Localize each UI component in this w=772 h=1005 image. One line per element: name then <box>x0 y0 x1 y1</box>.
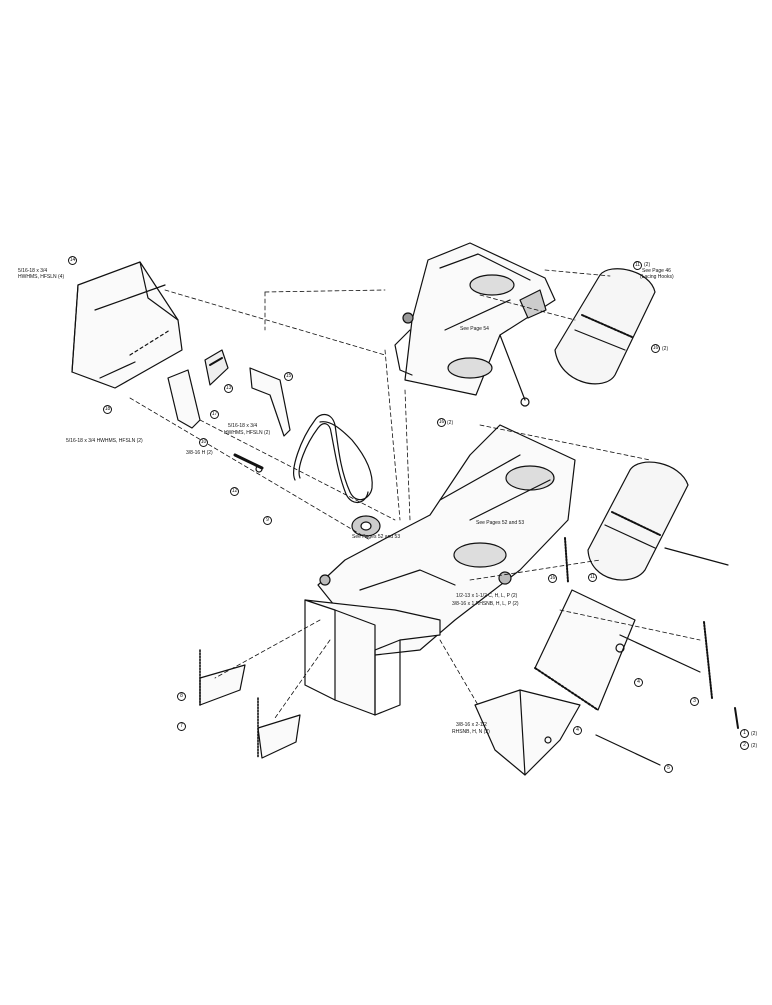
callout-15: 15 <box>284 372 293 381</box>
bolt-half-inch: 1/2-13 x 1-1/2 C, H, L, P (2) <box>456 593 518 599</box>
callout-16-mid: 16 <box>548 574 557 583</box>
callout-1: 1 <box>740 729 749 738</box>
bracket-parts <box>167 349 264 473</box>
see-page-46-line2: (Lacing Hooks) <box>640 274 674 280</box>
callout-14: 14 <box>68 256 77 265</box>
fastener-left-line2: 3/8-16 H (2) <box>186 450 213 456</box>
bolt-bottom-line1: 3/8-16 x 2-1/2 <box>456 722 487 728</box>
callout-11-upper: 11 <box>633 261 642 270</box>
callout-10: 10 <box>199 438 208 447</box>
callout-2: 2 <box>740 741 749 750</box>
callout-8: 8 <box>177 692 186 701</box>
qty-1: (2) <box>751 731 758 737</box>
callout-7: 7 <box>177 722 186 731</box>
qty-2: (2) <box>751 743 758 749</box>
hopper-part-14 <box>71 261 183 389</box>
tray-part-4 <box>534 589 636 711</box>
qty-11-upper: (2) <box>644 262 651 268</box>
fastener-14-line1: 5/16-18 x 3/4 <box>18 268 48 274</box>
base-stand <box>304 599 441 716</box>
callout-11-lower: 11 <box>588 573 597 582</box>
conveyor-belt-upper <box>554 268 656 385</box>
qty-16-right: (2) <box>662 346 669 352</box>
belt-part-9 <box>249 367 373 503</box>
drive-pulley <box>351 515 381 537</box>
rods-and-springs <box>564 537 739 766</box>
bolt-three-eighths: 3/8-16 x 1 RHSNB, H, L, P (2) <box>452 601 519 607</box>
callout-5: 5 <box>664 764 673 773</box>
callout-12: 12 <box>230 487 239 496</box>
fastener-15-line1: 5/16-18 x 3/4 <box>228 423 258 429</box>
conveyor-belt-lower <box>587 461 729 581</box>
bolt-bottom-line2: RHSNB, H, N (2) <box>452 729 490 735</box>
blade-part-8 <box>199 649 246 706</box>
callout-18: 18 <box>103 405 112 414</box>
fastener-15-line2: HWHMS, HFSLN (2) <box>224 430 271 436</box>
fastener-14-line2: HWHMS, HFSLN (4) <box>18 274 65 280</box>
see-page-46-line1: See Page 46 <box>642 268 671 274</box>
blade-part-7 <box>257 697 301 759</box>
see-page-54: See Page 54 <box>460 326 489 332</box>
callout-16-right: 16 <box>651 344 660 353</box>
callout-9: 9 <box>263 516 272 525</box>
callout-16-upper: 16 <box>437 418 446 427</box>
see-pages-52-53-main: See Pages 52 and 53 <box>476 520 525 526</box>
upper-roller-frame <box>394 242 556 407</box>
callout-3: 3 <box>690 697 699 706</box>
leader-lines <box>129 269 701 719</box>
callout-17: 17 <box>210 410 219 419</box>
see-pages-52-53-pulley: See Pages 52 and 53 <box>352 534 401 540</box>
callout-4-lower: 4 <box>573 726 582 735</box>
deflector-part-4 <box>474 689 581 776</box>
callout-13: 13 <box>224 384 233 393</box>
callout-4-upper: 4 <box>634 678 643 687</box>
qty-16-upper: (2) <box>447 420 454 426</box>
fastener-left-line1: 5/16-18 x 3/4 HWHMS, HFSLN (2) <box>66 438 143 444</box>
